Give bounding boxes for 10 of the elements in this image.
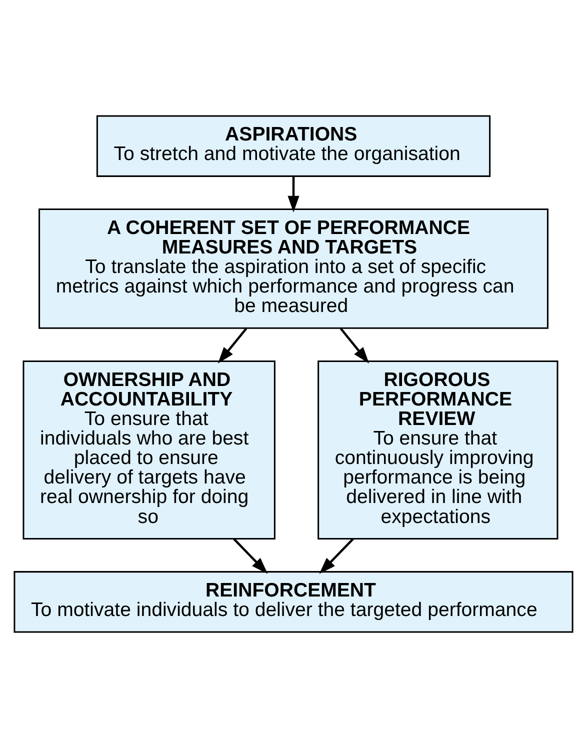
arrow [319, 538, 354, 574]
node-box: A COHERENT SET OF PERFORMANCE MEASURES AND TARGETS To translate the aspiration into a set of specific metrics against which performance and progress can be measured [38, 208, 548, 328]
node-box: REINFORCEMENT To motivate individuals to deliver the targeted performance [14, 570, 574, 632]
arrow [218, 327, 248, 364]
node-box: ASPIRATIONS To stretch and motivate the organisation [96, 114, 491, 176]
arrow [288, 176, 300, 212]
node-box: OWNERSHIP AND ACCOUNTABILITY To ensure that individuals who are best placed to ensure delivery of targets have real ownership for doing so [22, 360, 276, 539]
arrow [233, 538, 268, 574]
node-box: RIGOROUS PERFORMANCE REVIEW To ensure that continuously improving performance is being delivered in line with expectations [318, 360, 558, 539]
arrow [340, 327, 370, 364]
